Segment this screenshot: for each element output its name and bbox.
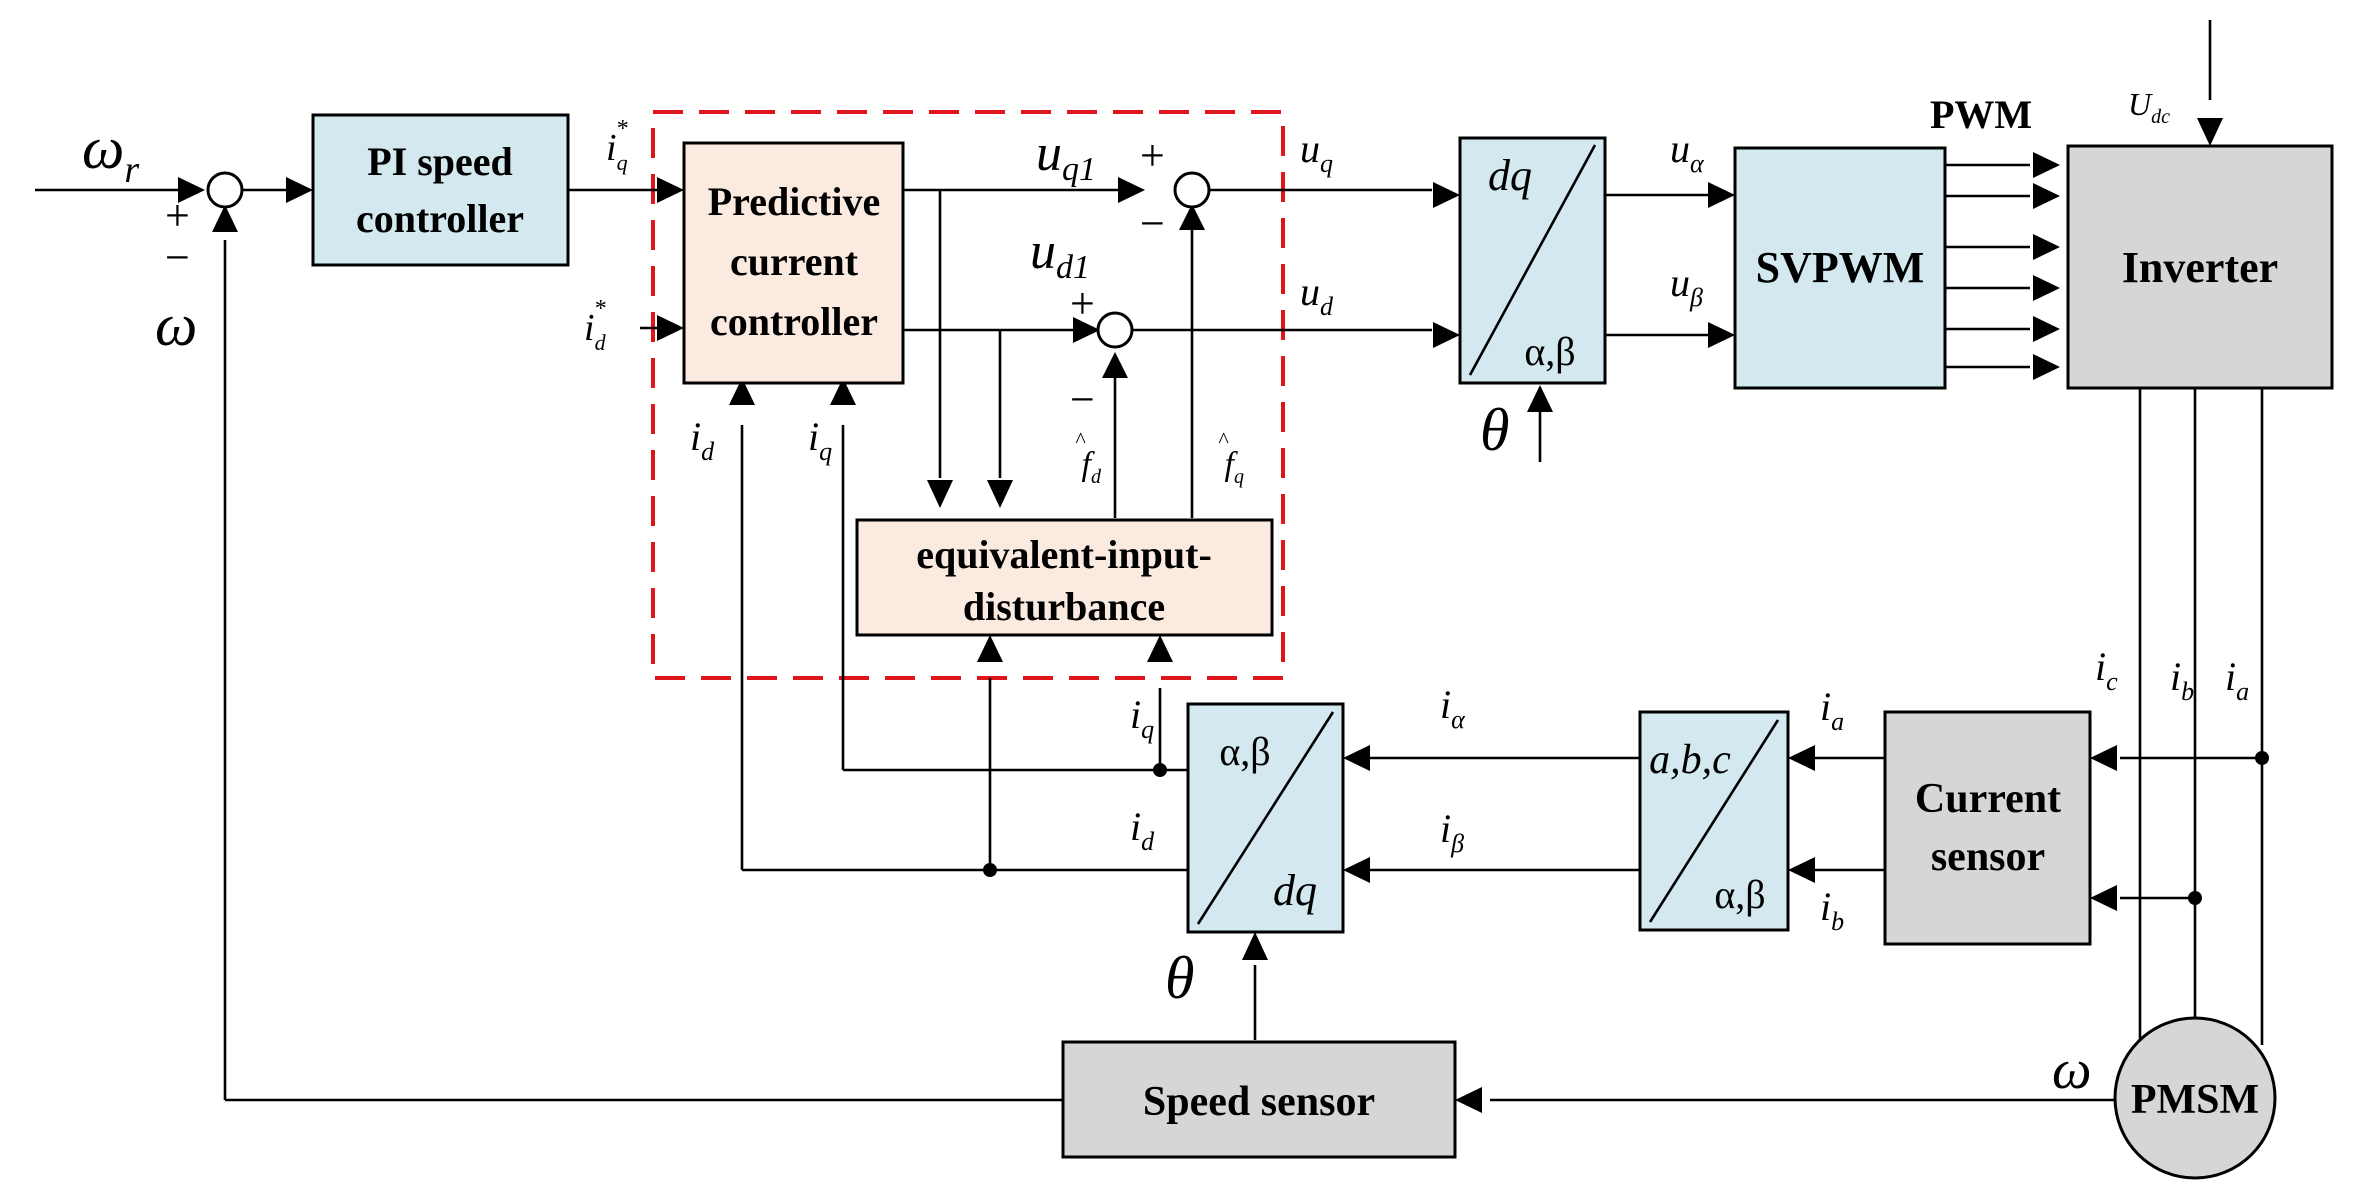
inverter-label: Inverter: [2122, 243, 2278, 292]
abc-to-alphabeta-block: a,b,c α,β: [1638, 710, 1790, 932]
omega-r-label: ωr: [82, 115, 139, 191]
uq1-label: uq1: [1036, 125, 1096, 188]
junction-dot: [2255, 751, 2269, 765]
speed-sensor-block: Speed sensor: [1061, 1040, 1457, 1159]
ud-label: ud: [1300, 269, 1334, 321]
ic-phase-label: ic: [2095, 644, 2118, 696]
pi-speed-label-2: controller: [356, 196, 524, 241]
d-minus-sign: −: [1070, 375, 1095, 424]
wires: [35, 20, 2264, 1102]
theta-label-bottom: θ: [1165, 945, 1194, 1011]
dq-ab-bottom-label: α,β: [1524, 329, 1575, 374]
ud1-label: ud1: [1030, 223, 1090, 286]
ib-sensor-label: ib: [1820, 884, 1844, 936]
predictive-label-1: Predictive: [708, 179, 881, 224]
alphabeta-to-dq-block: α,β dq: [1186, 702, 1345, 934]
eid-label-1: equivalent-input-: [916, 532, 1212, 577]
fq-hat-label: fq^: [1218, 427, 1244, 488]
pmsm-motor: PMSM: [2113, 1016, 2277, 1180]
theta-label-top: θ: [1480, 397, 1509, 463]
signal-labels: ωr + − ω iq* id* uq1 + − ud1 + − uq ud u…: [82, 86, 2249, 1101]
current-sensor-label-2: sensor: [1931, 834, 2045, 880]
ubeta-label: uβ: [1670, 260, 1703, 312]
d-summing-junction: [1096, 311, 1134, 349]
pwm-label: PWM: [1930, 92, 2032, 137]
iq-output-label: iq: [1130, 692, 1154, 744]
uq-label: uq: [1300, 126, 1333, 178]
ualpha-label: uα: [1670, 126, 1705, 178]
ab-dq-top-label: α,β: [1219, 729, 1270, 774]
id-output-label: id: [1130, 804, 1155, 856]
ia-sensor-label: ia: [1820, 684, 1844, 736]
speed-summing-junction: [206, 171, 244, 209]
omega-motor-label: ω: [2052, 1039, 2092, 1101]
q-plus-sign: +: [1140, 131, 1165, 180]
omega-feedback-label: ω: [155, 292, 197, 358]
eid-label-2: disturbance: [963, 584, 1165, 629]
id-feedback-label-top: id: [690, 414, 715, 466]
fd-hat-label: fd^: [1075, 427, 1102, 488]
iq-feedback-label-top: iq: [808, 414, 832, 466]
dq-ab-top-label: dq: [1488, 151, 1532, 200]
equivalent-input-disturbance-block: equivalent-input- disturbance: [855, 518, 1274, 637]
ia-phase-label: ia: [2225, 654, 2249, 706]
d-plus-sign: +: [1070, 279, 1095, 328]
ialpha-label: iα: [1440, 682, 1466, 734]
ib-phase-label: ib: [2170, 654, 2194, 706]
svpwm-label: SVPWM: [1756, 243, 1925, 292]
predictive-current-controller-block: Predictive current controller: [682, 141, 905, 385]
udc-label: Udc: [2128, 86, 2170, 128]
predictive-label-3: controller: [710, 299, 878, 344]
ab-dq-bottom-label: dq: [1273, 866, 1317, 915]
abc-ab-top-label: a,b,c: [1649, 737, 1731, 783]
junction-dot: [2188, 891, 2202, 905]
id-star-label: id*: [584, 296, 607, 355]
junction-dot: [1153, 763, 1167, 777]
inverter-block: Inverter: [2066, 144, 2334, 390]
q-minus-sign: −: [1140, 199, 1165, 248]
pmsm-label: PMSM: [2131, 1077, 2259, 1123]
q-summing-junction: [1173, 171, 1211, 209]
svpwm-block: SVPWM: [1733, 146, 1947, 390]
pi-speed-label-1: PI speed: [367, 139, 513, 184]
speed-minus-sign: −: [165, 233, 190, 282]
ibeta-label: iβ: [1440, 806, 1464, 858]
arrowheads: [178, 118, 2223, 1113]
current-sensor-block: Current sensor: [1883, 710, 2092, 946]
abc-ab-bottom-label: α,β: [1714, 872, 1765, 917]
pi-speed-controller-block: PI speed controller: [311, 113, 570, 267]
iq-star-label: iq*: [606, 116, 628, 175]
junction-dot: [983, 863, 997, 877]
dq-to-alphabeta-block: dq α,β: [1458, 136, 1607, 385]
current-sensor-label-1: Current: [1915, 776, 2061, 822]
speed-plus-sign: +: [165, 191, 190, 240]
predictive-label-2: current: [730, 239, 859, 284]
speed-sensor-label: Speed sensor: [1143, 1079, 1375, 1125]
